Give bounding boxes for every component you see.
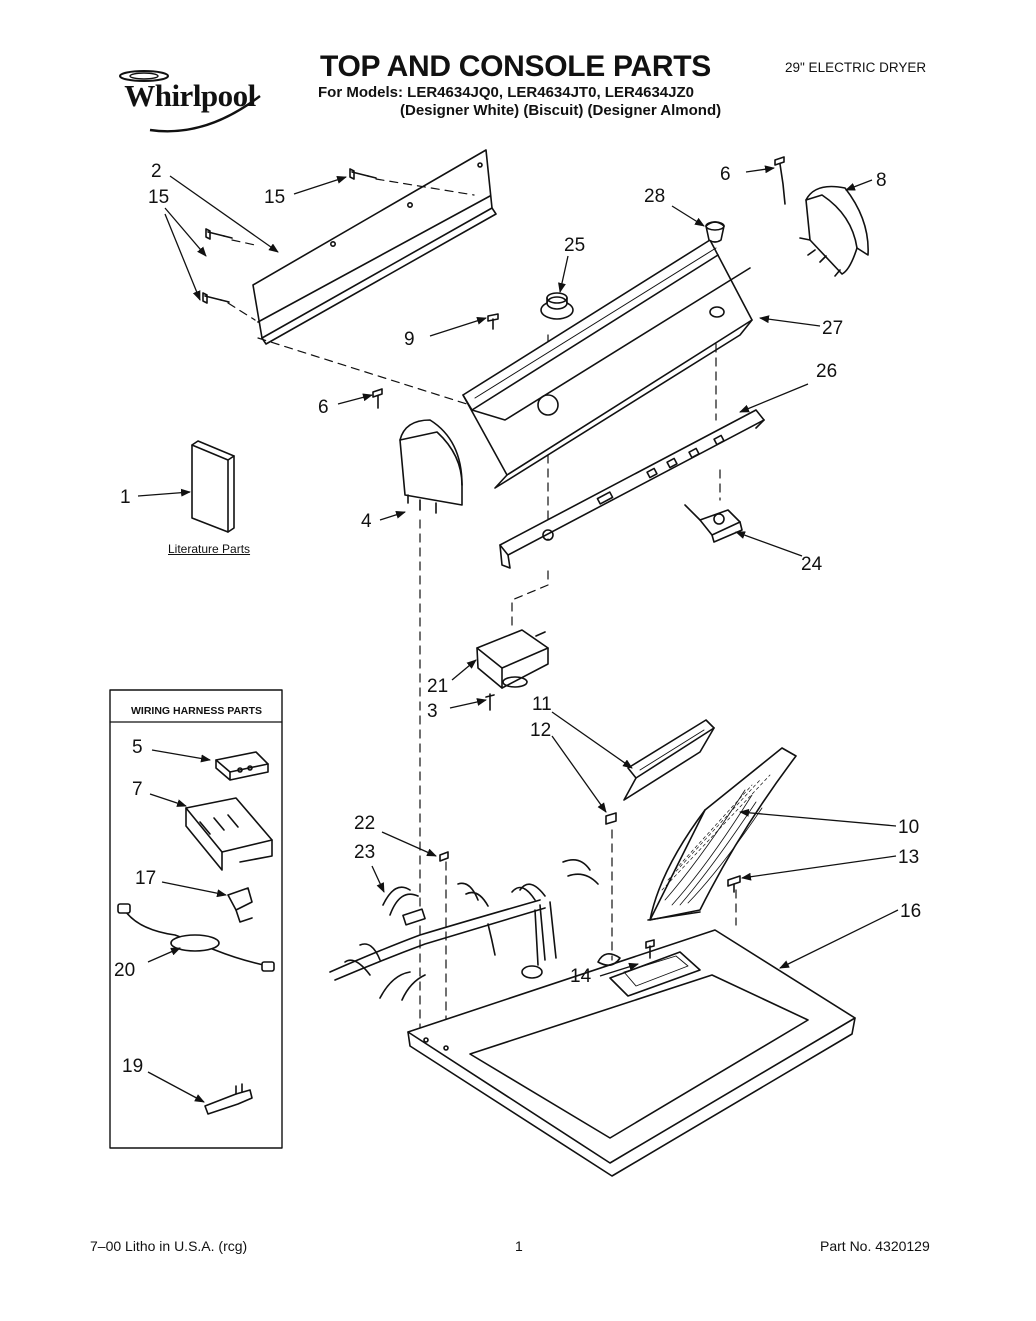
knob-part-28	[705, 221, 725, 243]
logo-swoosh-icon	[119, 70, 261, 133]
callout-27: 27	[822, 318, 843, 339]
brand-name: Whirlpool	[124, 78, 256, 113]
top-filter-part-10	[647, 747, 797, 921]
callout-24: 24	[801, 554, 823, 575]
callout-9: 9	[404, 329, 415, 350]
model-numbers: For Models: LER4634JQ0, LER4634JT0, LER4…	[318, 84, 694, 101]
callout-23: 23	[354, 842, 375, 863]
clip-part-12	[605, 812, 617, 825]
screw-part-15	[202, 168, 377, 304]
callout-19: 19	[122, 1056, 143, 1077]
screw-part-6-right	[774, 156, 786, 205]
callout-6: 6	[720, 164, 731, 185]
callout-2: 2	[151, 161, 162, 182]
terminal-part-19	[204, 1083, 253, 1115]
right-end-cap-part	[799, 185, 869, 277]
footer-litho: 7–00 Litho in U.S.A. (rcg)	[90, 1238, 248, 1254]
timer-part-21	[476, 564, 549, 689]
callout-10: 10	[898, 817, 919, 838]
callout-15: 15	[264, 187, 285, 208]
whirlpool-logo: Whirlpool	[110, 66, 270, 146]
callout-17: 17	[135, 868, 156, 889]
callout-1: 1	[120, 487, 131, 508]
page-title: TOP AND CONSOLE PARTS	[320, 50, 711, 83]
callout-21: 21	[427, 676, 448, 697]
footer-part-number: Part No. 4320129	[820, 1238, 930, 1254]
dryer-top-part	[407, 929, 856, 1177]
footer-page-number: 1	[515, 1238, 523, 1254]
callout-5: 5	[132, 737, 143, 758]
left-end-cap-part	[399, 419, 463, 514]
callout-13: 13	[898, 847, 919, 868]
timer-knob-part	[540, 292, 574, 320]
screw-part-13	[727, 875, 741, 893]
screw-part-6-left	[372, 388, 383, 409]
thermal-fuse-lead-part-20	[117, 903, 275, 972]
callout-leaders	[137, 165, 899, 1103]
callout-numbers: 2 15 15 6 8 28 25 9 27 26 6 1 4 24 21 3 …	[114, 161, 921, 1077]
product-type: 29" ELECTRIC DRYER	[785, 60, 927, 75]
terminal-block-part-7	[185, 797, 273, 871]
screw-part-14	[645, 939, 655, 959]
callout-7: 7	[132, 779, 143, 800]
callout-6: 6	[318, 397, 329, 418]
callout-14: 14	[570, 966, 592, 987]
callout-28: 28	[644, 186, 665, 207]
wiring-harness-box	[109, 689, 283, 1149]
callout-16: 16	[900, 901, 921, 922]
callout-25: 25	[564, 235, 585, 256]
literature-parts-label: Literature Parts	[168, 542, 251, 556]
callout-22: 22	[354, 813, 375, 834]
screw-part-3	[485, 693, 495, 711]
callout-12: 12	[530, 720, 551, 741]
literature-part	[191, 440, 235, 533]
switch-part-24	[684, 504, 743, 543]
wiring-harness-part	[329, 851, 599, 1001]
console-back-part	[462, 239, 753, 489]
callout-11: 11	[532, 694, 552, 715]
callout-8: 8	[876, 170, 887, 191]
callout-4: 4	[361, 511, 372, 532]
callout-26: 26	[816, 361, 837, 382]
rear-panel-part	[252, 149, 497, 345]
clip-part-17	[227, 887, 253, 923]
callout-3: 3	[427, 701, 438, 722]
screw-part-9	[487, 313, 499, 330]
lint-screen-part-11	[623, 719, 715, 801]
control-bracket-part	[499, 409, 765, 569]
wiring-harness-title: WIRING HARNESS PARTS	[131, 705, 263, 717]
model-colors: (Designer White) (Biscuit) (Designer Alm…	[400, 102, 722, 119]
callout-15: 15	[148, 187, 169, 208]
connector-part-5	[215, 751, 269, 781]
callout-20: 20	[114, 960, 135, 981]
